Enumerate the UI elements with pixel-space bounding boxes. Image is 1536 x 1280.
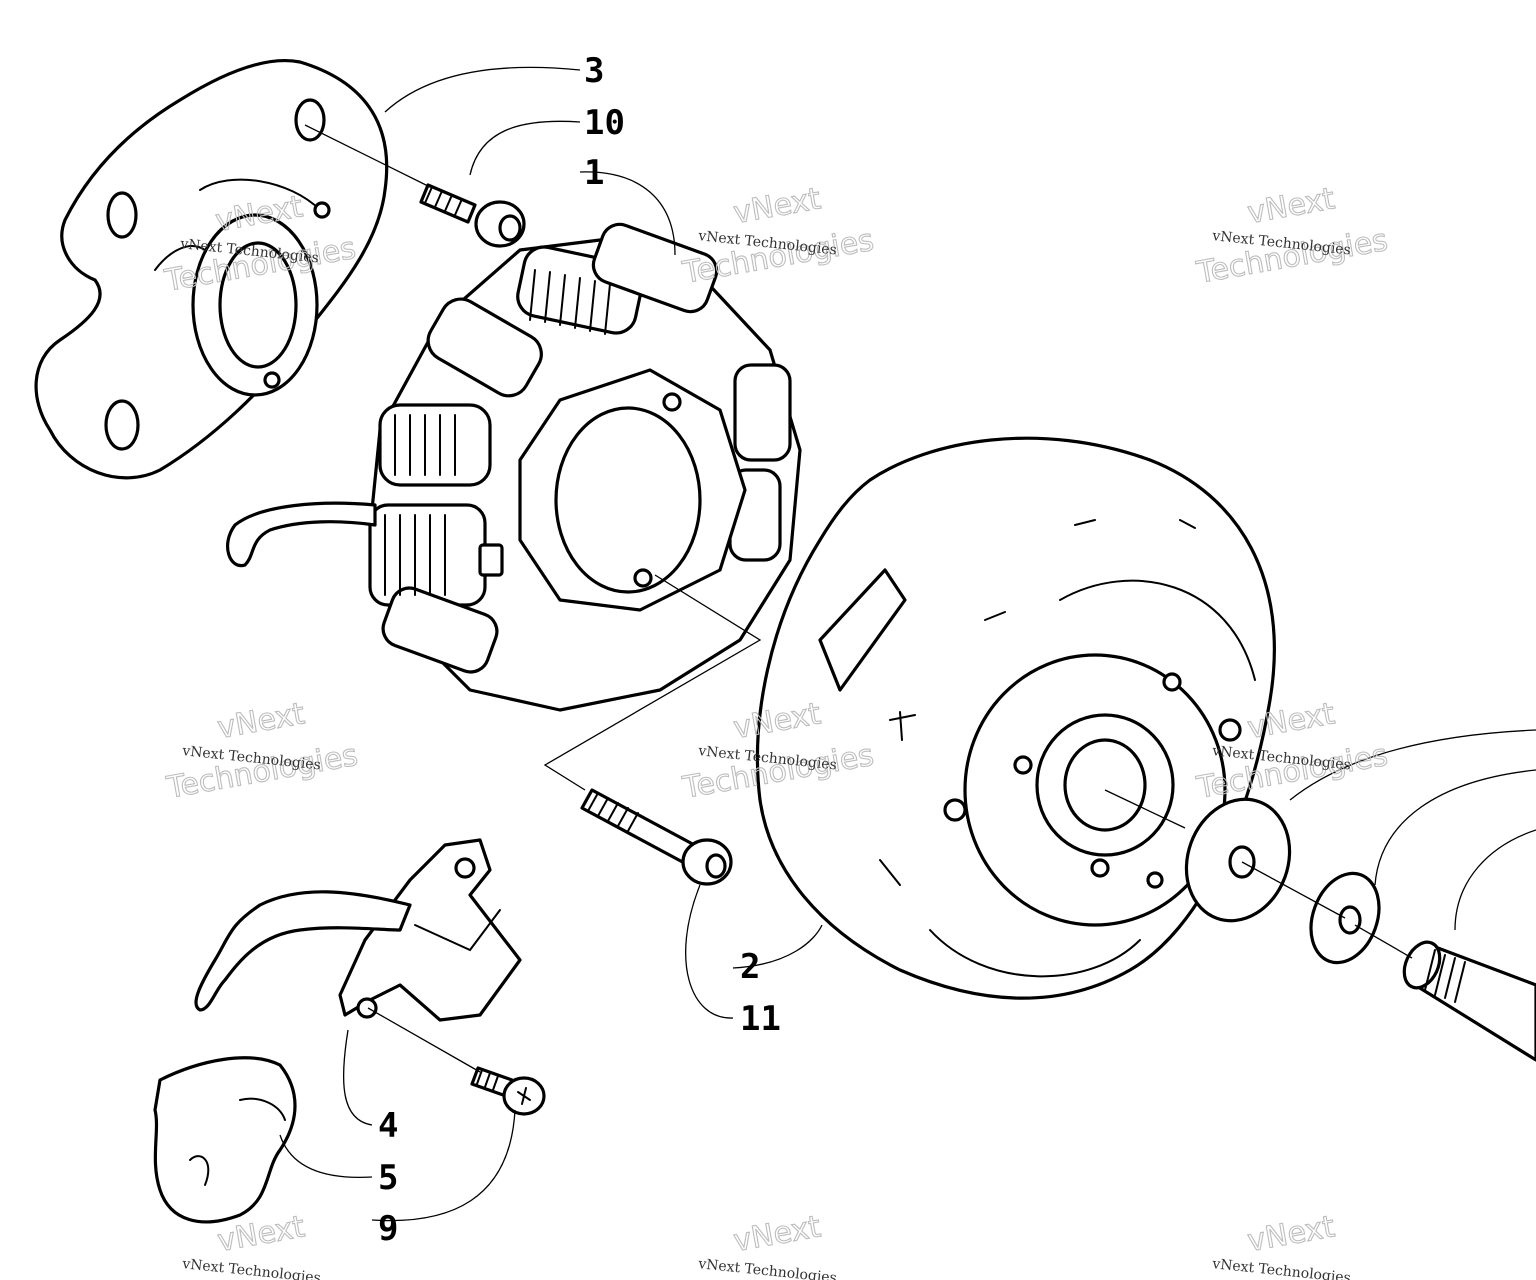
pickup-coil-part <box>194 838 522 1022</box>
stator-coil-part <box>225 222 802 712</box>
washer-large-part <box>1184 797 1292 923</box>
svg-text:vNext: vNext <box>731 1209 824 1259</box>
shaft-part <box>1402 940 1536 1062</box>
svg-text:vNext: vNext <box>731 181 824 231</box>
watermark-4: vNext Technologies vNext Technologies <box>163 696 361 807</box>
svg-text:vNext: vNext <box>1245 181 1338 231</box>
callout-1: 1 <box>584 153 604 193</box>
stator-plate-part <box>34 59 389 480</box>
callout-4: 4 <box>378 1106 398 1146</box>
grommet-part <box>153 1056 297 1224</box>
screw-part-9 <box>470 1066 546 1116</box>
svg-text:vNext: vNext <box>215 696 308 746</box>
bolt-part-11 <box>580 788 733 886</box>
svg-text:vNext Technologies: vNext Technologies <box>181 1256 322 1280</box>
watermark-3: vNext Technologies vNext Technologies <box>1193 181 1391 292</box>
watermark-8: vNext vNext Technologies <box>697 1209 838 1280</box>
callout-11: 11 <box>740 999 781 1039</box>
callout-2: 2 <box>740 947 760 987</box>
callout-5: 5 <box>378 1158 398 1198</box>
callout-3: 3 <box>584 51 604 91</box>
bolt-part-10 <box>419 183 526 248</box>
leader-lines <box>279 66 1536 1222</box>
callout-9: 9 <box>378 1209 398 1249</box>
watermark-2: vNext Technologies vNext Technologies <box>679 181 877 292</box>
svg-text:vNext Technologies: vNext Technologies <box>1211 1256 1352 1280</box>
svg-text:vNext: vNext <box>1245 1209 1338 1259</box>
flywheel-part <box>755 436 1276 1000</box>
svg-text:vNext Technologies: vNext Technologies <box>697 1256 838 1280</box>
watermark-9: vNext vNext Technologies <box>1211 1209 1352 1280</box>
callout-10: 10 <box>584 103 625 143</box>
